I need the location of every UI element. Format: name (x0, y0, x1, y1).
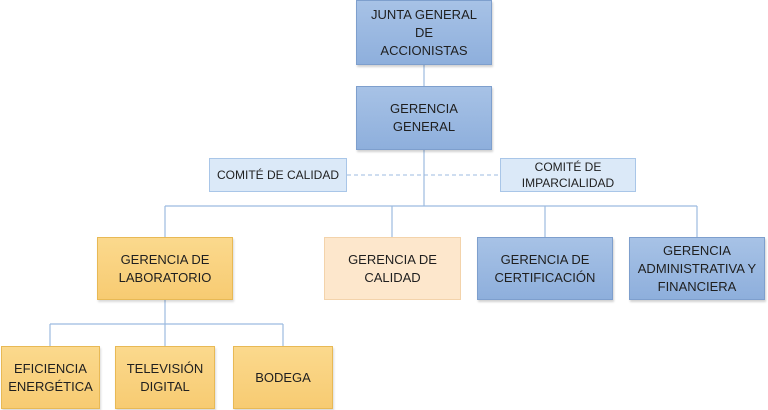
node-gerencia-general: GERENCIA GENERAL (356, 86, 492, 150)
node-gerencia-calidad-label: GERENCIA DE CALIDAD (348, 251, 437, 285)
node-gerencia-calidad: GERENCIA DE CALIDAD (324, 237, 461, 300)
node-gerencia-laboratorio-label: GERENCIA DE LABORATORIO (118, 251, 212, 285)
node-comite-imparcialidad-label: COMITÉ DE IMPARCIALIDAD (521, 160, 615, 190)
node-gerencia-administrativa: GERENCIA ADMINISTRATIVA Y FINANCIERA (629, 237, 765, 300)
node-comite-imparcialidad: COMITÉ DE IMPARCIALIDAD (500, 158, 636, 192)
node-eficiencia-energetica: EFICIENCIA ENERGÉTICA (1, 346, 100, 409)
node-comite-calidad: COMITÉ DE CALIDAD (209, 158, 347, 192)
node-comite-calidad-label: COMITÉ DE CALIDAD (216, 168, 339, 182)
node-gerencia-general-label: GERENCIA GENERAL (390, 101, 458, 134)
node-junta-general-label: JUNTA GENERAL DE ACCIONISTAS (371, 6, 477, 58)
node-gerencia-certificacion: GERENCIA DE CERTIFICACIÓN (477, 237, 613, 300)
node-gerencia-laboratorio: GERENCIA DE LABORATORIO (97, 237, 233, 300)
node-television-digital: TELEVISIÓN DIGITAL (115, 346, 215, 409)
node-gerencia-administrativa-label: GERENCIA ADMINISTRATIVA Y FINANCIERA (637, 242, 757, 294)
node-gerencia-certificacion-label: GERENCIA DE CERTIFICACIÓN (494, 251, 596, 285)
node-bodega: BODEGA (233, 346, 333, 409)
node-bodega-label: BODEGA (255, 369, 311, 385)
node-junta-general: JUNTA GENERAL DE ACCIONISTAS (356, 0, 492, 65)
node-television-digital-label: TELEVISIÓN DIGITAL (126, 360, 204, 394)
node-eficiencia-energetica-label: EFICIENCIA ENERGÉTICA (8, 360, 93, 394)
